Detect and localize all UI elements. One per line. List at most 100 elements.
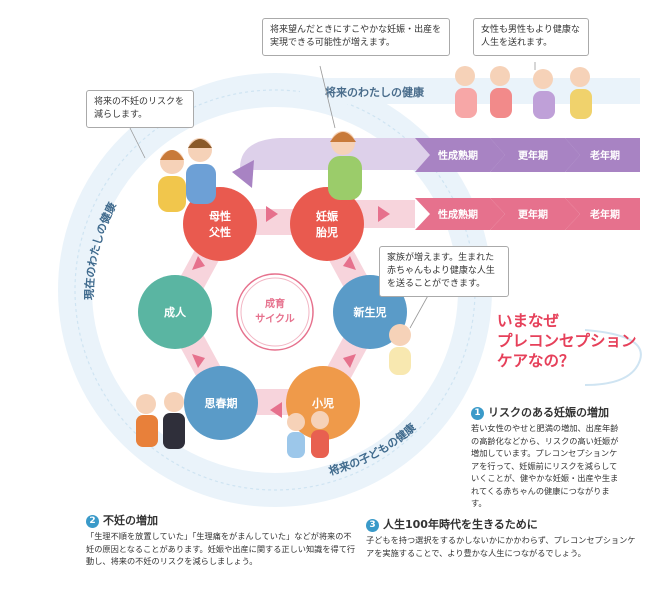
center-label-line1: 成育 <box>265 297 285 310</box>
cycle-arrow-icon <box>192 256 205 270</box>
callout-pointer <box>319 65 336 129</box>
lower-stage-2: 更年期 <box>518 208 548 221</box>
section-infertility-title: 2 不妊の増加 <box>86 512 158 528</box>
illustration-pregnant-woman <box>328 131 362 200</box>
shirt-shape <box>186 164 216 204</box>
face-shape <box>311 411 329 429</box>
section-risk-title: 1 リスクのある妊娠の増加 <box>471 404 609 420</box>
upper-stage-chevrons: 性成熟期 更年期 老年期 <box>415 138 640 172</box>
shirt-shape <box>311 430 329 458</box>
section-century-title: 3 人生100年時代を生きるために <box>366 516 538 532</box>
face-shape <box>490 66 510 86</box>
section-title-text: リスクのある妊娠の増加 <box>488 406 609 419</box>
node-adult: 成人 <box>138 275 212 349</box>
hair-shape <box>330 132 356 142</box>
shirt-shape <box>455 88 477 118</box>
illustration-teens <box>136 392 185 449</box>
shirt-shape <box>136 415 158 447</box>
cycle-arrow-icon <box>343 256 356 270</box>
callout-infertility-risk: 将来の不妊のリスクを減らします。 <box>86 90 194 128</box>
node-parent-line1: 母性 <box>209 209 231 223</box>
section-title-text: 不妊の増加 <box>103 514 158 527</box>
node-adult-label: 成人 <box>164 305 187 319</box>
upper-stage-3: 老年期 <box>589 149 620 162</box>
section-number-badge: 2 <box>86 515 99 528</box>
callout-family: 家族が増えます。生まれた赤ちゃんもより健康な人生を送ることができます。 <box>379 246 509 297</box>
section-risk-body: 若い女性のやせと肥満の増加、出産年齢の高齢化などから、リスクの高い妊娠が増加して… <box>471 423 619 508</box>
face-shape <box>389 324 411 346</box>
question-heading: いまなぜ プレコンセプション ケアなの？ <box>497 311 647 371</box>
hair-shape <box>160 150 184 160</box>
node-pregnancy: 妊娠 胎児 <box>290 187 364 261</box>
upper-stage-1: 性成熟期 <box>437 149 478 162</box>
cycle-arrow-icon <box>270 402 282 418</box>
callout-pointer <box>129 127 146 159</box>
node-circle <box>290 187 364 261</box>
question-line-2: プレコンセプション <box>497 332 637 350</box>
shirt-shape <box>287 432 305 458</box>
center-inner-circle <box>240 277 310 347</box>
center-label-line2: サイクル <box>255 313 295 325</box>
section-title-text: 人生100年時代を生きるために <box>383 518 538 531</box>
stage-chevron <box>565 138 640 172</box>
node-puberty: 思春期 <box>184 366 258 440</box>
node-puberty-label: 思春期 <box>205 396 238 410</box>
face-shape <box>570 67 590 87</box>
stage-chevron <box>490 138 580 172</box>
illustration-kids <box>287 411 329 458</box>
node-pregnancy-line2: 胎児 <box>315 225 338 239</box>
callout-both-sexes: 女性も男性もより健康な人生を送れます。 <box>473 18 589 56</box>
lower-stage-chevrons: 性成熟期 更年期 老年期 <box>415 198 640 230</box>
center-circle <box>236 273 314 351</box>
uniform-shape <box>163 413 185 449</box>
callout-future-pregnancy: 将来望んだときにすこやかな妊娠・出産を実現できる可能性が増えます。 <box>262 18 450 56</box>
illustration-family <box>455 66 592 119</box>
purple-arrow-head <box>232 160 254 188</box>
node-circle <box>183 187 257 261</box>
stage-chevron <box>415 198 505 230</box>
question-line-3: ケアなの？ <box>497 352 575 370</box>
dress-shape <box>328 156 362 200</box>
illustration-baby <box>389 324 411 375</box>
pink-arrow-icon <box>378 206 390 222</box>
hair-shape <box>188 139 212 148</box>
speech-bubble-outline <box>584 329 642 386</box>
section-century-body: 子どもを持つ選択をするかしないかにかかわらず、プレコンセプションケアを実施するこ… <box>366 535 636 558</box>
shirt-shape <box>533 91 555 119</box>
question-line-1: いまなぜ <box>497 312 560 330</box>
shirt-shape <box>570 89 592 119</box>
cycle-arrows <box>192 206 356 418</box>
lower-stage-1: 性成熟期 <box>437 208 478 221</box>
cycle-arrow-icon <box>266 206 278 222</box>
stage-chevron <box>415 138 505 172</box>
node-circle <box>184 366 258 440</box>
face-shape <box>136 394 156 414</box>
face-shape <box>455 66 475 86</box>
illustration-couple <box>158 138 216 212</box>
stage-chevron <box>490 198 580 230</box>
cycle-arrow-icon <box>192 354 205 368</box>
section-infertility-body: 「生理不順を放置していた」「生理痛をがまんしていた」などが将来の不妊の原因となる… <box>86 531 356 566</box>
node-child-label: 小児 <box>311 396 334 410</box>
node-parent: 母性 父性 <box>183 187 257 261</box>
callout-pointer <box>409 291 431 329</box>
shirt-shape <box>490 88 512 118</box>
stage-chevron <box>565 198 640 230</box>
upper-stage-2: 更年期 <box>518 149 548 162</box>
body-shape <box>389 347 411 375</box>
shirt-shape <box>158 176 186 212</box>
node-circle <box>138 275 212 349</box>
node-parent-line2: 父性 <box>208 225 231 239</box>
face-shape <box>533 69 553 89</box>
node-pregnancy-line1: 妊娠 <box>316 209 339 223</box>
section-number-badge: 3 <box>366 519 379 532</box>
lower-stage-3: 老年期 <box>589 208 620 221</box>
face-shape <box>164 392 184 412</box>
future-me-label: 将来のわたしの健康 <box>325 85 425 99</box>
face-shape <box>287 413 305 431</box>
section-number-badge: 1 <box>471 407 484 420</box>
node-newborn-label: 新生児 <box>354 305 387 319</box>
cycle-arrow-icon <box>343 354 356 368</box>
